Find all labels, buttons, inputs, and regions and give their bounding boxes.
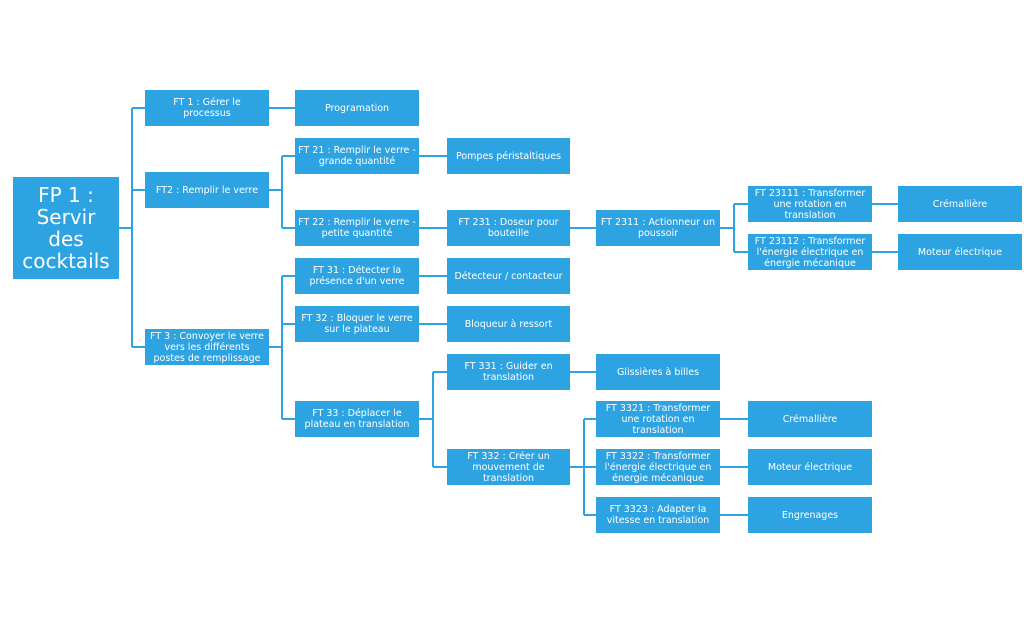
node-ft2: FT2 : Remplir le verre xyxy=(145,172,269,208)
node-ft23112: FT 23112 : Transformer l'énergie électri… xyxy=(748,234,872,270)
node-ft23111: FT 23111 : Transformer une rotation en t… xyxy=(748,186,872,222)
node-fp1: FP 1 : Servir des cocktails xyxy=(13,177,119,279)
node-ft32: FT 32 : Bloquer le verre sur le plateau xyxy=(295,306,419,342)
node-detecteur: Détecteur / contacteur xyxy=(447,258,570,294)
node-ft231: FT 231 : Doseur pour bouteille xyxy=(447,210,570,246)
node-ft21: FT 21 : Remplir le verre - grande quanti… xyxy=(295,138,419,174)
node-glissieres: Glissières à billes xyxy=(596,354,720,390)
node-programation: Programation xyxy=(295,90,419,126)
node-ft33: FT 33 : Déplacer le plateau en translati… xyxy=(295,401,419,437)
node-ft331: FT 331 : Guider en translation xyxy=(447,354,570,390)
node-ft3321: FT 3321 : Transformer une rotation en tr… xyxy=(596,401,720,437)
node-cremaillere-1: Crémallière xyxy=(898,186,1022,222)
node-ft3323: FT 3323 : Adapter la vitesse en translat… xyxy=(596,497,720,533)
node-ft2311: FT 2311 : Actionneur un poussoir xyxy=(596,210,720,246)
node-engrenages: Engrenages xyxy=(748,497,872,533)
node-moteur-1: Moteur électrique xyxy=(898,234,1022,270)
node-pompes: Pompes péristaltiques xyxy=(447,138,570,174)
node-ft3: FT 3 : Convoyer le verre vers les différ… xyxy=(145,329,269,365)
node-ft22: FT 22 : Remplir le verre - petite quanti… xyxy=(295,210,419,246)
node-ft31: FT 31 : Détecter la présence d'un verre xyxy=(295,258,419,294)
node-bloqueur: Bloqueur à ressort xyxy=(447,306,570,342)
node-ft1: FT 1 : Gérer le processus xyxy=(145,90,269,126)
node-ft3322: FT 3322 : Transformer l'énergie électriq… xyxy=(596,449,720,485)
node-ft332: FT 332 : Créer un mouvement de translati… xyxy=(447,449,570,485)
node-cremaillere-2: Crémallière xyxy=(748,401,872,437)
node-moteur-2: Moteur électrique xyxy=(748,449,872,485)
